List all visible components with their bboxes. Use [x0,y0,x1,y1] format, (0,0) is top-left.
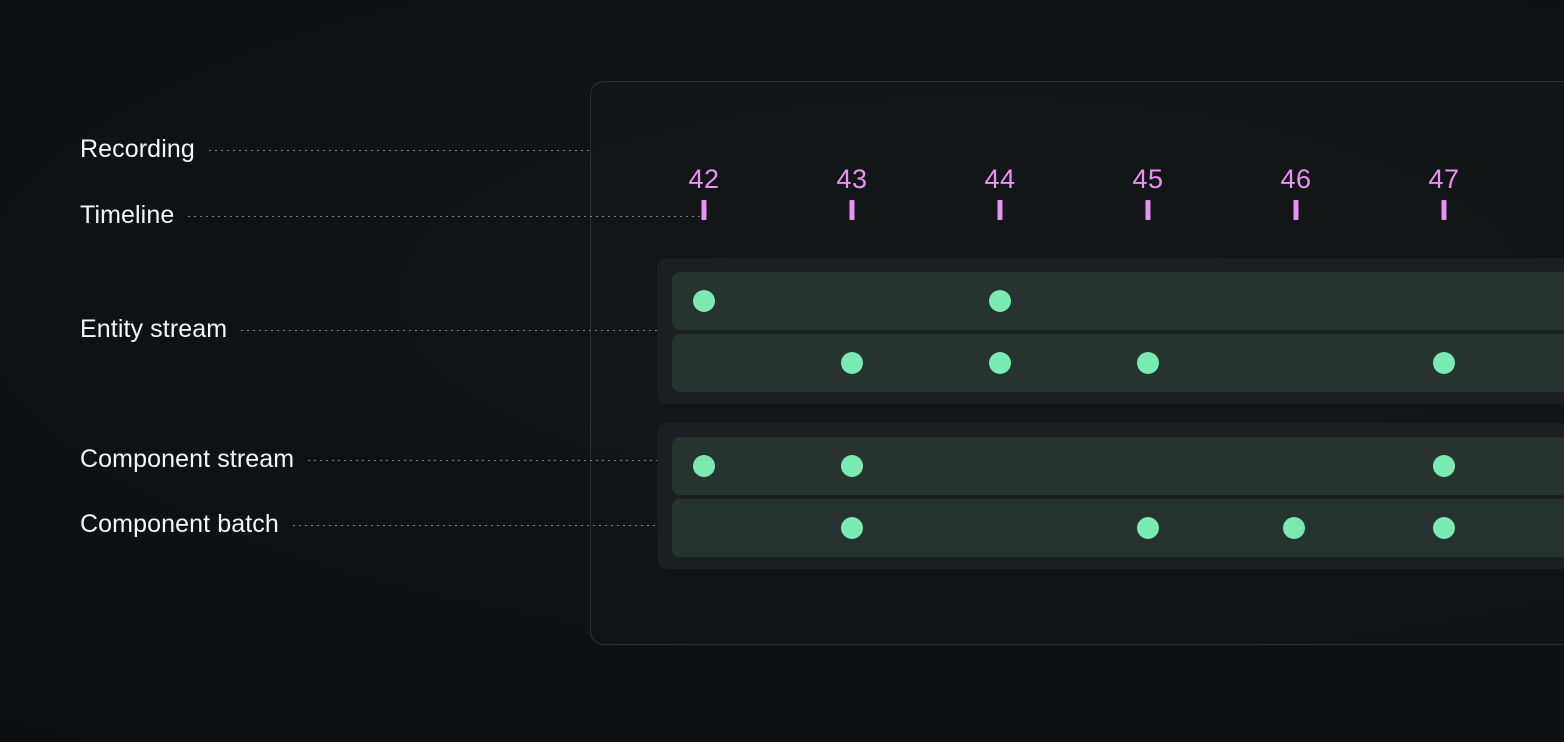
timeline-tick-45[interactable]: 45 [1132,164,1163,220]
leader-line-timeline [188,215,705,217]
leader-line-entity-stream [241,329,703,331]
event-dot[interactable] [1137,517,1159,539]
timeline-tick-43[interactable]: 43 [836,164,867,220]
timeline-tick-mark [701,200,707,220]
event-dot[interactable] [989,290,1011,312]
timeline-tick-label: 44 [984,164,1016,194]
event-dot[interactable] [1433,517,1455,539]
timeline-tick-label: 46 [1280,164,1312,194]
recording-panel [590,81,1564,645]
timeline-tick-44[interactable]: 44 [984,164,1015,220]
event-dot[interactable] [1137,352,1159,374]
label-component-stream: Component stream [80,445,295,473]
timeline-tick-label: 42 [688,164,720,194]
entity-stream-group [657,258,1564,404]
timeline-tick-mark [1293,200,1299,220]
timeline-tick-47[interactable]: 47 [1428,164,1459,220]
leader-line-recording [208,149,591,151]
event-dot[interactable] [1283,517,1305,539]
event-dot[interactable] [693,455,715,477]
component-batch-row[interactable] [672,499,1564,557]
timeline-tick-42[interactable]: 42 [688,164,719,220]
leader-component-stream: Component stream [80,446,702,472]
leader-line-component-stream [308,459,702,461]
label-recording: Recording [80,135,195,163]
leader-component-batch: Component batch [80,511,854,537]
timeline-tick-mark [1145,200,1151,220]
leader-entity-stream: Entity stream [80,316,703,342]
leader-line-component-batch [292,524,854,526]
component-group [657,423,1564,569]
event-dot[interactable] [1433,455,1455,477]
entity-stream-row-1[interactable] [672,272,1564,330]
event-dot[interactable] [693,290,715,312]
leader-timeline: Timeline [80,202,705,228]
event-dot[interactable] [1433,352,1455,374]
event-dot[interactable] [841,352,863,374]
event-dot[interactable] [989,352,1011,374]
label-entity-stream: Entity stream [80,315,228,343]
timeline-tick-mark [849,200,855,220]
timeline-tick-label: 47 [1428,164,1460,194]
event-dot[interactable] [841,517,863,539]
event-dot[interactable] [841,455,863,477]
timeline-tick-46[interactable]: 46 [1280,164,1311,220]
label-component-batch: Component batch [80,510,279,538]
leader-recording: Recording [80,136,591,162]
component-stream-row[interactable] [672,437,1564,495]
timeline-tick-label: 45 [1132,164,1164,194]
label-timeline: Timeline [80,201,175,229]
entity-stream-row-2[interactable] [672,334,1564,392]
timeline-tick-mark [997,200,1003,220]
timeline-tick-mark [1441,200,1447,220]
timeline-tick-label: 43 [836,164,868,194]
